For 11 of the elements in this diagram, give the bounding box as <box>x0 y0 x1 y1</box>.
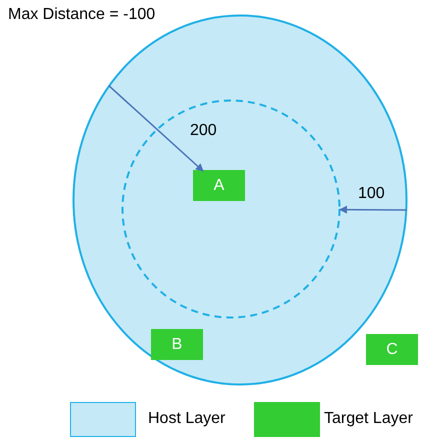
arrow <box>108 85 204 172</box>
arrow <box>339 206 407 214</box>
edge-label: 200 <box>190 122 217 140</box>
distance-circle <box>121 99 341 319</box>
legend-label: Host Layer <box>148 410 226 428</box>
legend-label: Target Layer <box>324 410 413 428</box>
target-layer-box: C <box>366 334 418 365</box>
target-layer-box: B <box>151 329 203 360</box>
target-layer-box: A <box>193 170 245 201</box>
edge-label: 100 <box>358 185 385 203</box>
title: Max Distance = -100 <box>8 6 156 24</box>
